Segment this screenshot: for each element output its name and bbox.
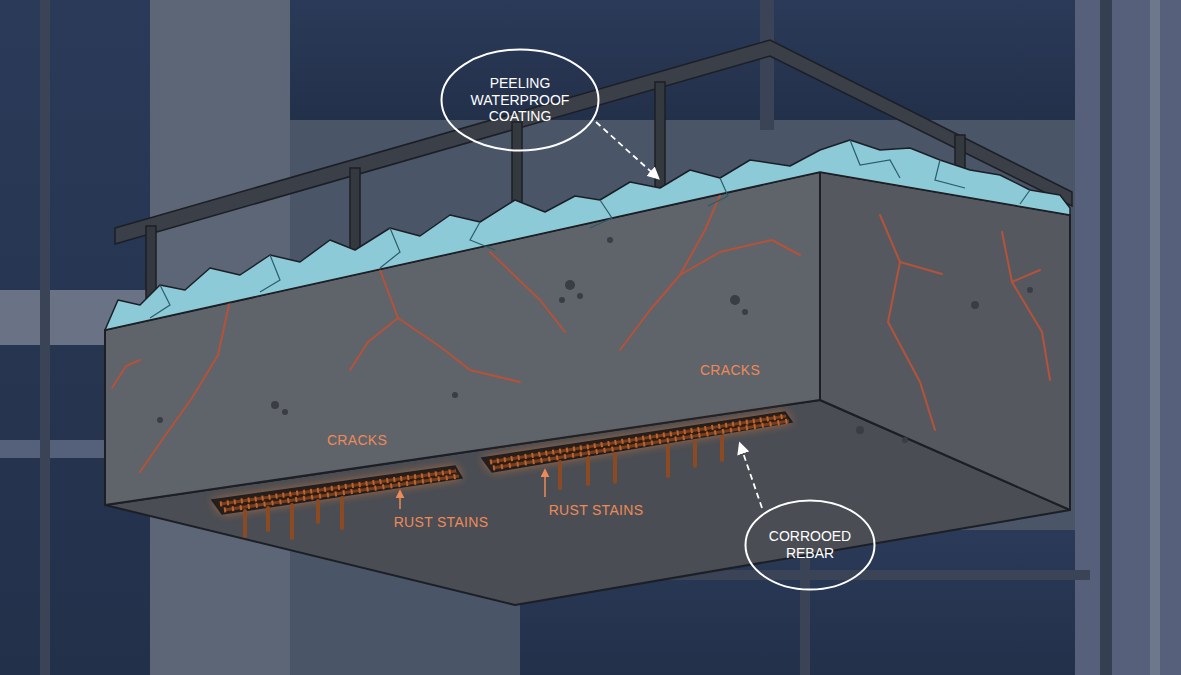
leader-line [596, 122, 658, 178]
rust-drips [560, 437, 722, 488]
pit [1027, 287, 1033, 293]
coating-layer [105, 140, 1070, 330]
rebar-bar [490, 416, 786, 462]
facade-column [1075, 0, 1181, 675]
coating-fracture [935, 160, 965, 188]
rust-drip [720, 437, 724, 460]
crack-line [900, 262, 942, 274]
rebar-ribs [490, 416, 786, 462]
rust-drip [693, 442, 697, 466]
pointer-arrow [399, 491, 401, 509]
pit [971, 301, 979, 309]
crack-line [112, 360, 140, 388]
rust-drip [340, 498, 344, 528]
cracks [112, 195, 1050, 472]
rust-drip [666, 446, 670, 476]
window-pane [290, 0, 1080, 120]
pit [902, 437, 908, 443]
pit [452, 392, 458, 398]
crack-line [1012, 270, 1040, 282]
window-mullion [1150, 0, 1160, 675]
crack-line [880, 215, 935, 430]
crack-line [140, 300, 230, 472]
window-mullion [760, 0, 774, 130]
pit [577, 293, 583, 299]
crack-line [350, 318, 398, 370]
crack-line [1002, 232, 1050, 380]
rust-drip [558, 462, 562, 488]
coating-fracture [1020, 190, 1030, 204]
slab-side-face [820, 172, 1070, 510]
callout-text: CORROOED REBAR [764, 528, 856, 562]
coating-fracture [470, 222, 495, 250]
waterproof-coating [105, 140, 1070, 330]
pit [559, 297, 565, 303]
coating-fracture [590, 200, 612, 228]
exposed-rebar [482, 412, 792, 488]
rust-drip [613, 454, 617, 482]
rust-drip [243, 511, 247, 536]
pit [730, 295, 740, 305]
rebar-ribs [493, 421, 789, 468]
crack-line [620, 195, 720, 350]
window-mullion [1100, 0, 1112, 675]
pit [565, 280, 575, 290]
rust-drip [316, 501, 320, 522]
pointer-arrow [544, 470, 546, 497]
coating-fracture [150, 285, 170, 318]
railing-post [655, 82, 665, 197]
coating-fracture [260, 255, 280, 292]
coating-fracture [850, 140, 900, 178]
part-label: RUST STAINS [549, 502, 644, 518]
part-label: CRACKS [700, 362, 760, 378]
leader-line [740, 444, 762, 508]
part-label: CRACKS [327, 432, 387, 448]
rust-drip [290, 505, 294, 538]
callout-ellipse: CORROOED REBAR [744, 499, 876, 591]
rebar-bar [220, 471, 456, 504]
pit [157, 417, 163, 423]
rust-glow [482, 412, 792, 472]
crack-line [380, 270, 520, 382]
rust-drips [245, 498, 342, 538]
pit [271, 401, 279, 409]
ellipse-border [746, 501, 875, 590]
coating-fracture [708, 178, 728, 206]
callout-text: PEELING WATERPROOF COATING [464, 75, 576, 125]
rust-drip [266, 508, 270, 530]
spall-cavity [482, 412, 792, 472]
pit [282, 409, 288, 415]
rebar-bar [493, 421, 789, 468]
rust-drip [586, 458, 590, 484]
part-label: RUST STAINS [394, 514, 489, 530]
pointers [400, 122, 762, 509]
crack-line [680, 240, 800, 275]
crack-line [490, 252, 565, 332]
coating-fractures [150, 140, 1030, 318]
pit [607, 237, 613, 243]
pit [742, 309, 748, 315]
rebar-ribs [220, 471, 456, 504]
rust-glow [212, 466, 462, 514]
spall-cavity [212, 466, 462, 514]
callout-ellipse: PEELING WATERPROOF COATING [440, 48, 600, 152]
concrete-slab [105, 172, 1070, 605]
ellipse-border [442, 50, 599, 151]
coating-fracture [380, 228, 400, 268]
pit [856, 426, 864, 434]
window-mullion [40, 0, 50, 675]
